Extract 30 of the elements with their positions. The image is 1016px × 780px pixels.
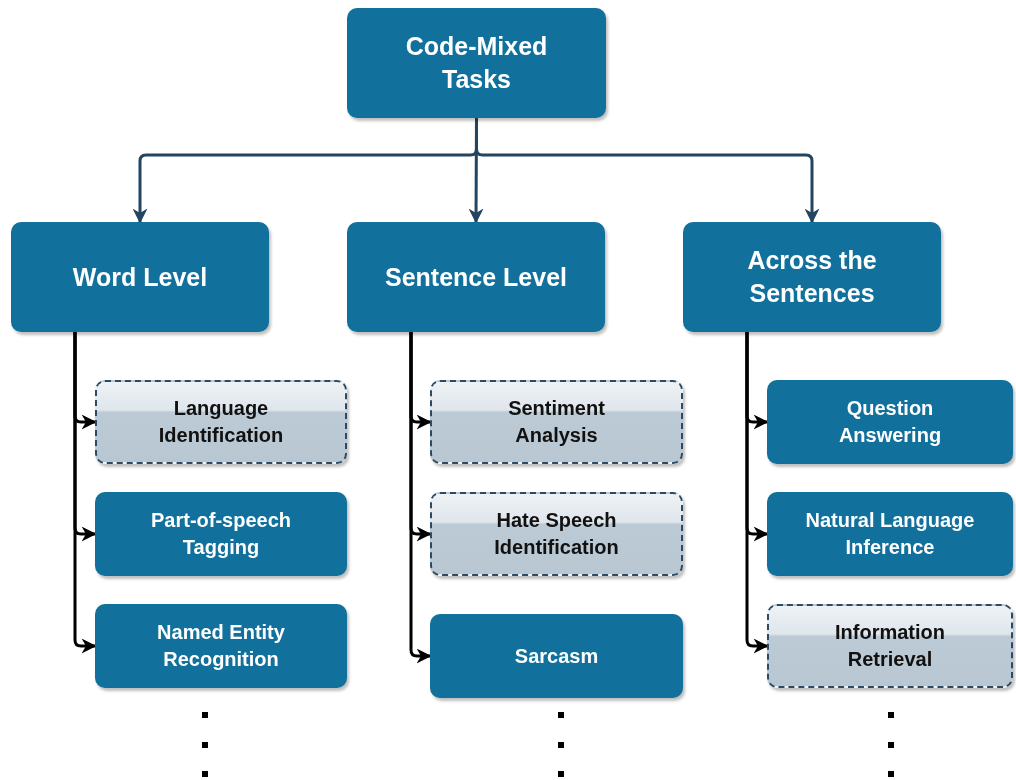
category-box <box>347 8 606 118</box>
task-box <box>430 614 683 698</box>
task-box <box>767 492 1013 576</box>
category-box <box>683 222 941 332</box>
node-label: Part-of-speech Tagging <box>150 508 292 560</box>
task-box <box>767 604 1013 688</box>
task-box <box>95 492 347 576</box>
arrow <box>409 332 432 664</box>
arrow <box>73 332 97 654</box>
category-box <box>11 222 269 332</box>
category-box <box>347 222 605 332</box>
node-label: Named Entity Recognition <box>156 620 286 672</box>
node-label: Sentiment Analysis <box>507 396 606 448</box>
node-label: Code-Mixed Tasks <box>404 31 549 95</box>
node-label: Across the Sentences <box>746 245 878 309</box>
node-label: Natural Language Inference <box>804 508 976 560</box>
node-label: Sarcasm <box>514 643 599 669</box>
node-label: Language Identification <box>157 396 285 448</box>
task-box <box>95 380 347 464</box>
node-label: Question Answering <box>837 396 943 448</box>
task-box <box>95 604 347 688</box>
node-label: Hate Speech Identification <box>493 508 620 560</box>
arrow <box>475 118 820 224</box>
task-box <box>767 380 1013 464</box>
node-label: Sentence Level <box>385 261 567 293</box>
task-box <box>430 492 683 576</box>
arrow <box>745 332 769 654</box>
node-label: Word Level <box>72 261 208 293</box>
task-box <box>430 380 683 464</box>
node-label: Information Retrieval <box>834 620 946 672</box>
